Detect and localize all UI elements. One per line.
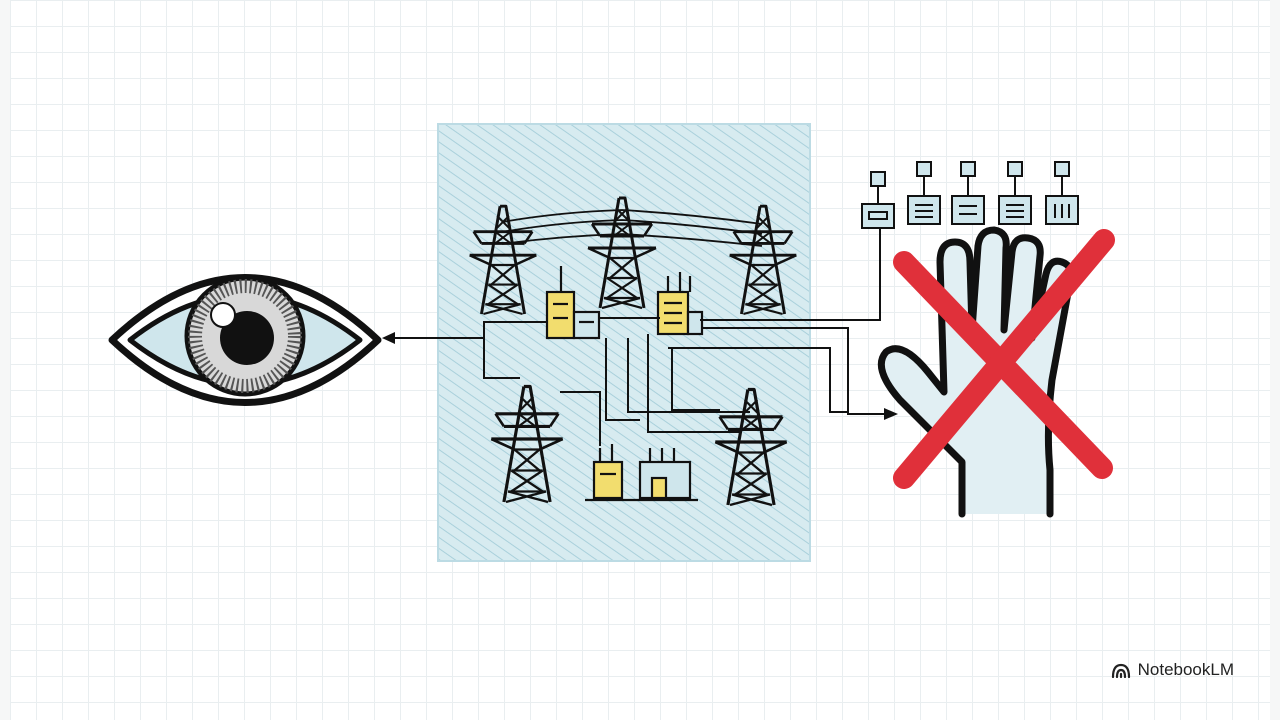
hand-icon xyxy=(877,226,1075,518)
notebooklm-logo-icon xyxy=(1111,663,1130,678)
grid-to-hand-wiring xyxy=(668,228,884,415)
red-x-mark-icon xyxy=(893,229,1115,489)
brand-name: NotebookLM xyxy=(1137,660,1234,679)
arrow-to-hand xyxy=(884,408,898,420)
device-icon xyxy=(861,171,895,229)
device-icon xyxy=(907,161,941,225)
control-devices xyxy=(861,161,1079,229)
arrow-to-eye xyxy=(382,332,484,344)
device-icon xyxy=(1045,161,1079,225)
control-building-icon xyxy=(656,272,704,336)
power-lines xyxy=(501,209,763,247)
substation-building-icon xyxy=(545,266,601,340)
device-icon xyxy=(998,161,1032,225)
grid-wiring xyxy=(483,317,750,446)
transformer-icon xyxy=(585,444,698,502)
eye-icon xyxy=(108,274,382,406)
device-icon xyxy=(951,161,985,225)
notebooklm-watermark: NotebookLM xyxy=(1111,660,1234,680)
